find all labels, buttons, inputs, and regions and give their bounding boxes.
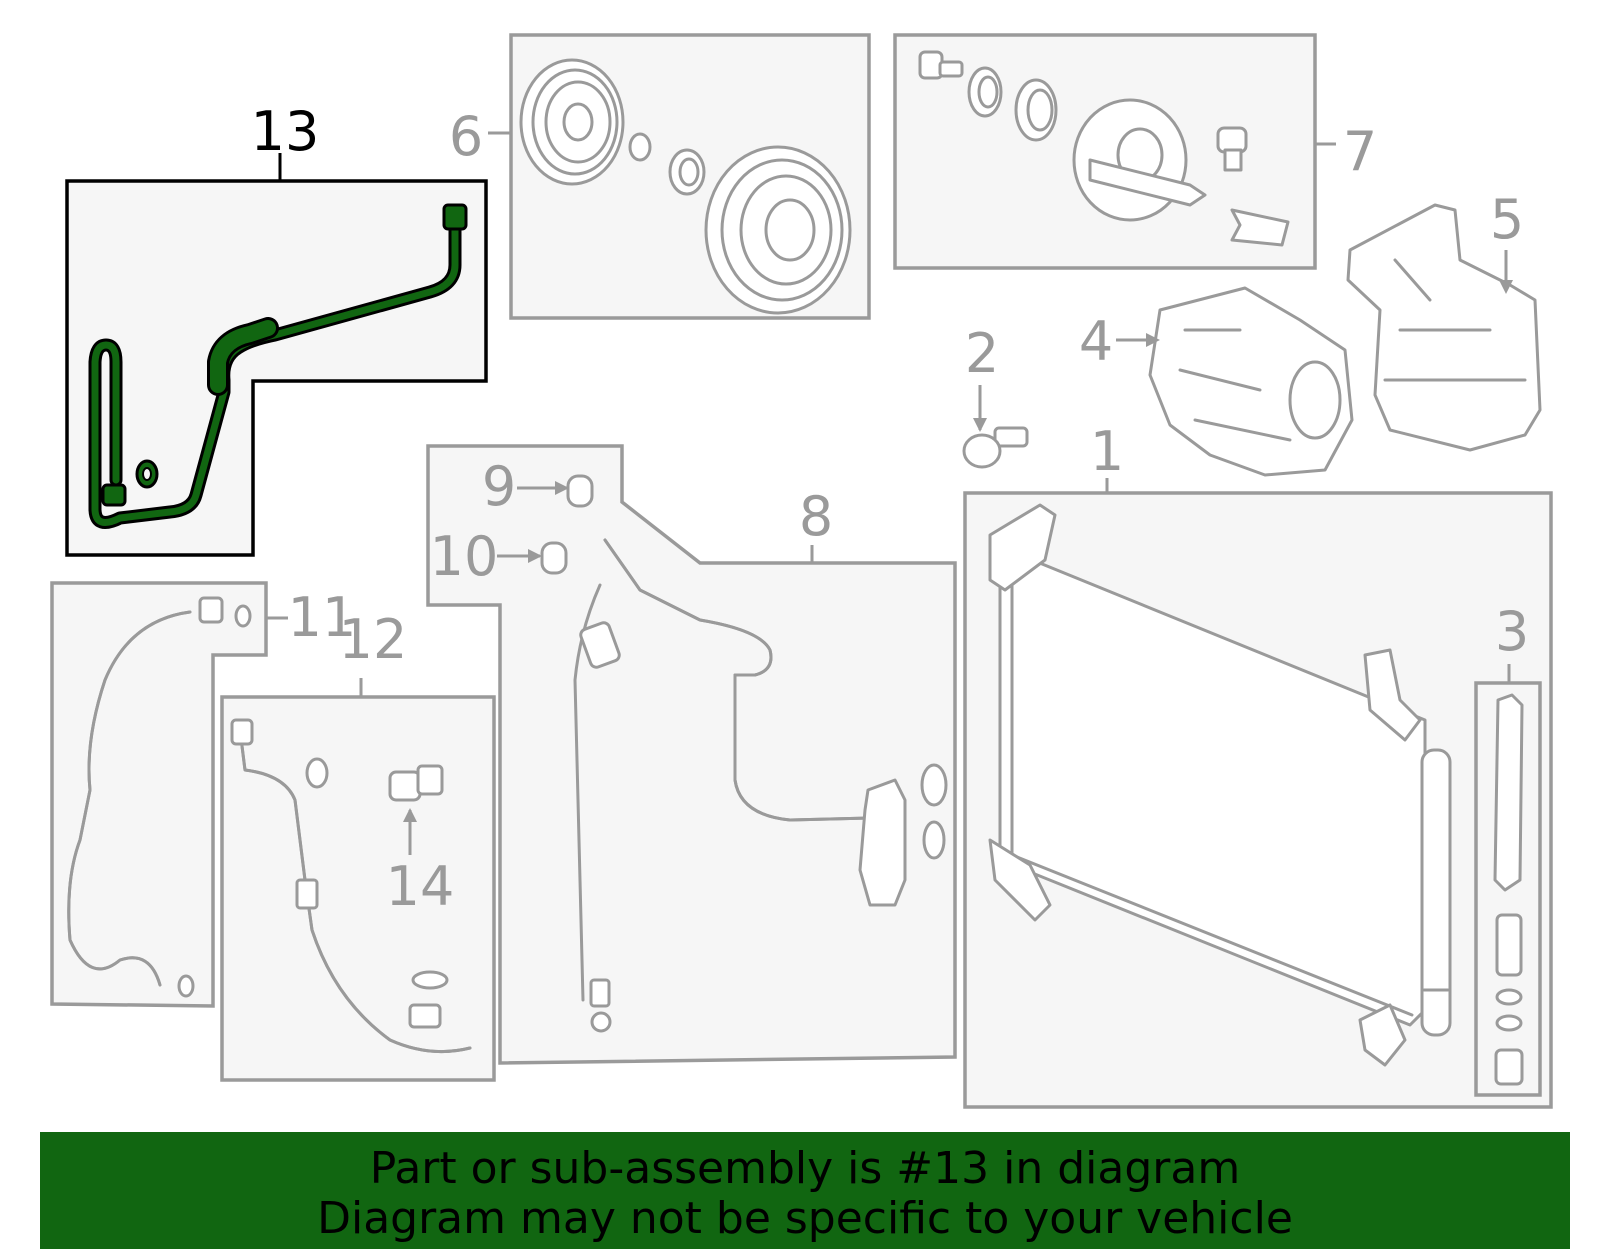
seal-10-shape [540, 541, 568, 575]
callout-2: 2 [965, 322, 999, 385]
switch-shape [388, 764, 444, 802]
part-8-group[interactable]: 8 [426, 444, 957, 1065]
info-banner: Part or sub-assembly is #13 in diagram D… [40, 1132, 1570, 1249]
part-3-group[interactable]: 3 [1474, 600, 1542, 1097]
compressor-shape [1148, 286, 1354, 477]
part-9-group[interactable]: 9 [482, 455, 594, 518]
hose-11-shape [67, 596, 252, 998]
part-1-group[interactable]: 1 [963, 420, 1553, 1109]
callout-6: 6 [449, 105, 483, 168]
condenser-shape [988, 503, 1452, 1067]
box-12 [220, 695, 496, 1082]
pipe-13-shape [88, 203, 468, 529]
banner-line-2: Diagram may not be specific to your vehi… [317, 1193, 1293, 1244]
callout-3: 3 [1495, 600, 1529, 663]
part-14-group[interactable]: 14 [386, 764, 455, 918]
callout-8: 8 [799, 485, 833, 548]
box-11 [50, 581, 268, 1008]
callout-13: 13 [251, 100, 320, 163]
part-13-group[interactable]: 13 [65, 100, 488, 557]
callout-11: 11 [288, 586, 357, 649]
hose-8-shape [573, 538, 948, 1033]
part-2-group[interactable]: 2 [962, 322, 1029, 469]
part-4-group[interactable]: 4 [1079, 286, 1354, 477]
part-5-group[interactable]: 5 [1346, 188, 1542, 452]
part-7-group[interactable]: 7 [893, 33, 1377, 270]
callout-7: 7 [1343, 120, 1377, 183]
pulley-shape [519, 58, 852, 315]
part-11-group[interactable]: 11 [50, 581, 357, 1008]
part-6-group[interactable]: 6 [449, 33, 871, 320]
callout-5: 5 [1490, 188, 1524, 251]
callout-14: 14 [386, 855, 455, 918]
drier-shape [1493, 693, 1524, 1086]
bracket-shape [1346, 203, 1542, 452]
clutch-parts-shape [918, 50, 1290, 247]
seal-9-shape [566, 474, 594, 508]
banner-line-1: Part or sub-assembly is #13 in diagram [369, 1143, 1241, 1194]
box-13 [65, 179, 488, 557]
callout-12: 12 [339, 608, 408, 671]
leader-arrowheads [403, 280, 1513, 822]
box-8 [426, 444, 957, 1065]
callout-9: 9 [482, 455, 516, 518]
part-12-group[interactable]: 12 [220, 608, 496, 1082]
pipe-12-shape [230, 718, 472, 1054]
bolt-shape [962, 426, 1029, 469]
callout-4: 4 [1079, 310, 1113, 373]
callout-10: 10 [430, 525, 499, 588]
callout-1: 1 [1090, 420, 1124, 483]
